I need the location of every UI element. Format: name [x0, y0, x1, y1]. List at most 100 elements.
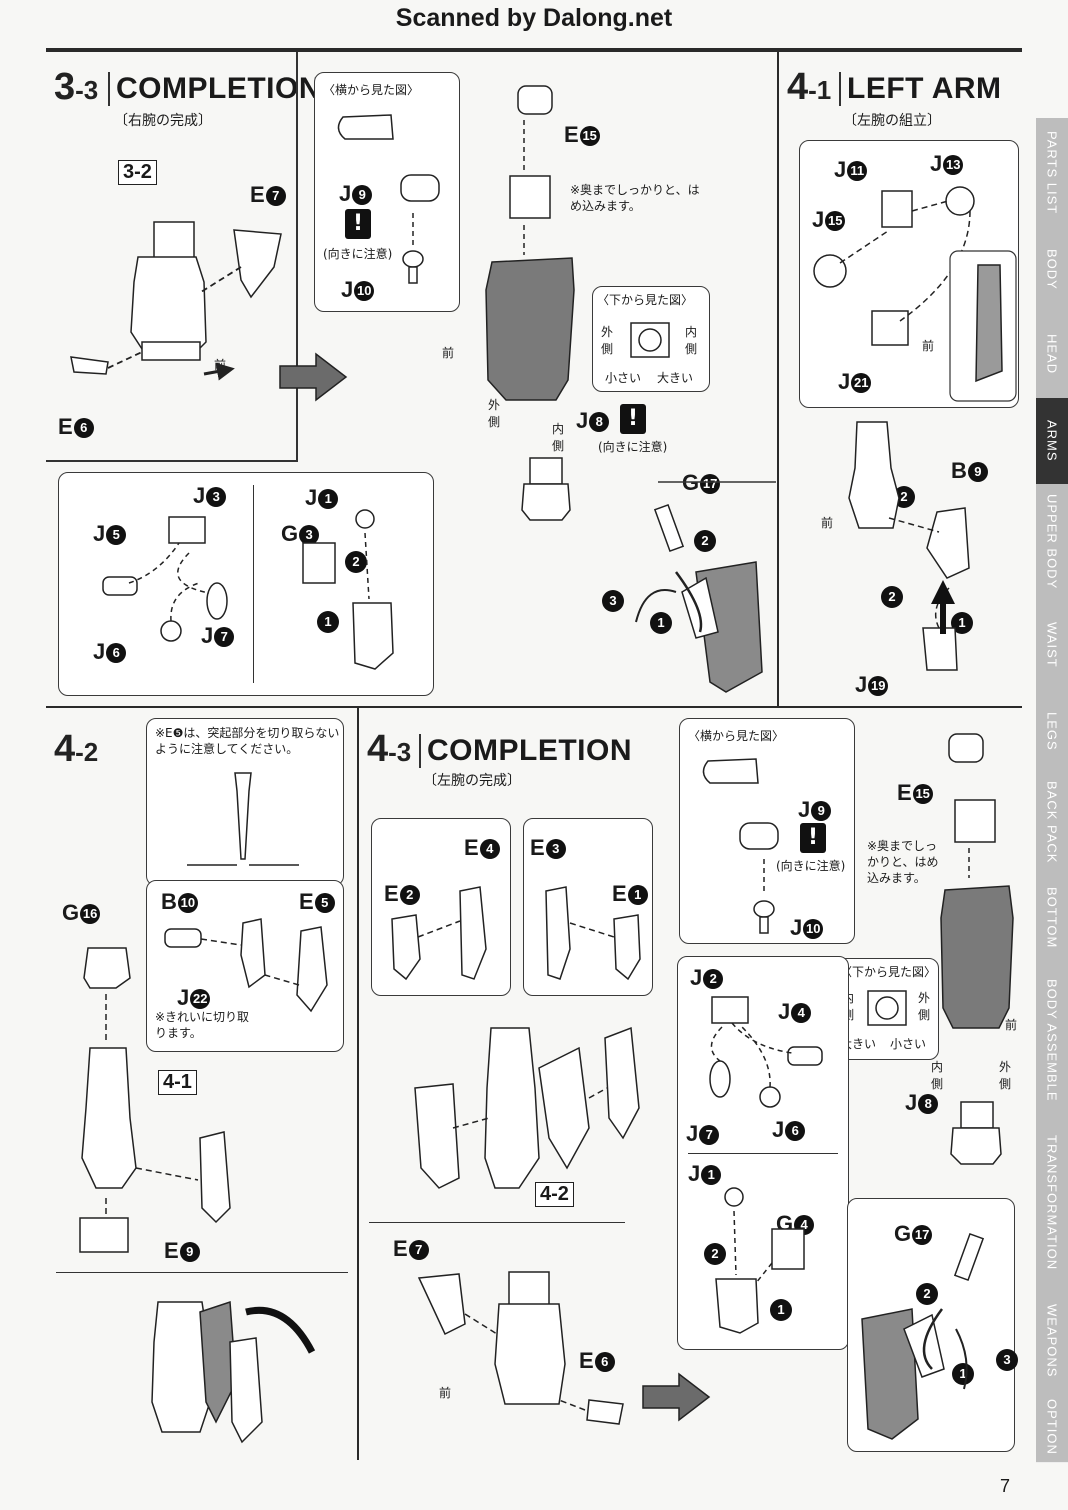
large-label: 大きい [840, 1037, 877, 1051]
frame-line [296, 52, 298, 460]
socket-bottom-view [630, 322, 670, 358]
step-title: COMPLETION [419, 734, 632, 768]
tab-transformation[interactable]: TRANSFORMATION [1036, 1116, 1068, 1291]
bottom-view-label: 〈下から見た図〉 [597, 293, 694, 307]
middle-rule [46, 706, 1022, 708]
inner-label-2: 内側 [931, 1060, 944, 1091]
tab-bottom[interactable]: BOTTOM [1036, 872, 1068, 965]
ref-box: 4-2 [535, 1182, 574, 1207]
ref-box: 3-2 [118, 160, 157, 185]
tab-option[interactable]: OPTION [1036, 1392, 1068, 1463]
inner-label: 内側 [685, 325, 698, 356]
front-label-2: 前 [1005, 1018, 1018, 1032]
tab-head[interactable]: HEAD [1036, 310, 1068, 399]
left-arm-final-drawing [417, 1271, 624, 1425]
scan-credit: Scanned by Dalong.net [395, 4, 673, 32]
panel-divider [688, 1153, 838, 1154]
step-1-wrist: 1 [952, 1363, 974, 1385]
step-title: LEFT ARM [839, 72, 1002, 106]
hand-parts [302, 509, 394, 670]
step-number: 4-3 [367, 728, 412, 770]
step-number: 4-2 [54, 728, 99, 770]
front-label-2: 前 [442, 346, 455, 360]
side-view-label: 〈横から見た図〉 [323, 83, 420, 97]
flow-arrow [279, 352, 348, 402]
outer-label: 外側 [918, 991, 931, 1022]
tab-back-pack[interactable]: BACK PACK [1036, 772, 1068, 873]
armor-parts-left [391, 886, 487, 981]
step-subtitle: 〔左腕の組立〕 [843, 113, 941, 129]
armor-parts-right [545, 886, 641, 981]
right-arm-drawing [70, 221, 282, 381]
ref-box: 4-1 [158, 1070, 197, 1095]
caution-text: (向きに注意) [323, 247, 393, 261]
socket-side-view-2 [702, 758, 759, 784]
page-number: 7 [1000, 1476, 1011, 1496]
socket-parts [400, 174, 440, 284]
hand-parts-2 [715, 1187, 805, 1334]
finger-parts [102, 516, 228, 642]
tab-parts-list[interactable]: PARTS LIST [1036, 118, 1068, 229]
step-subtitle: 〔左腕の完成〕 [423, 773, 521, 789]
front-label: 前 [922, 339, 935, 353]
hand-drawing-2 [950, 1101, 1002, 1165]
sub-frame [369, 1222, 625, 1223]
outer-label-2: 外側 [488, 398, 501, 429]
left-arm-armor-assembly [414, 1026, 640, 1189]
tab-body-assemble[interactable]: BODY ASSEMBLE [1036, 964, 1068, 1117]
bottom-view-panel: 〈下から見た図〉 外側 内側 小さい 大きい [592, 286, 710, 392]
tab-body[interactable]: BODY [1036, 228, 1068, 311]
socket-bottom-view-2 [867, 990, 907, 1026]
front-label: 前 [439, 1386, 452, 1400]
caution-text-2: (向きに注意) [598, 440, 668, 454]
hand-drawing [521, 457, 571, 521]
insert-note: ※奥までしっかりと、はめ込みます。 [867, 839, 939, 885]
upper-arm-assembly [848, 421, 970, 671]
tab-upper-body[interactable]: UPPER BODY [1036, 484, 1068, 601]
outer-label-2: 外側 [999, 1060, 1012, 1091]
panel-divider [253, 485, 254, 683]
vertical-divider-top [777, 52, 779, 706]
clean-cut-note: ※きれいに切り取ります。 [155, 1010, 250, 1040]
tab-legs[interactable]: LEGS [1036, 690, 1068, 773]
finger-parts-2 [709, 996, 823, 1108]
tab-weapons[interactable]: WEAPONS [1036, 1290, 1068, 1393]
wrist-drawing-2 [861, 1232, 985, 1440]
tab-waist[interactable]: WAIST [1036, 600, 1068, 691]
step-2-b: 2 [881, 586, 903, 608]
upper-arm-drawing-2 [940, 733, 1014, 1029]
socket-side-view [337, 114, 394, 140]
step-2-wrist: 2 [694, 530, 716, 552]
tab-arms[interactable]: ARMS [1036, 398, 1068, 485]
cut-note-panel: ※E❺は、突起部分を切り取らないように注意してください。 [146, 718, 344, 886]
step-3-wrist: 3 [996, 1349, 1018, 1371]
step-number: 4-1 [787, 66, 832, 108]
